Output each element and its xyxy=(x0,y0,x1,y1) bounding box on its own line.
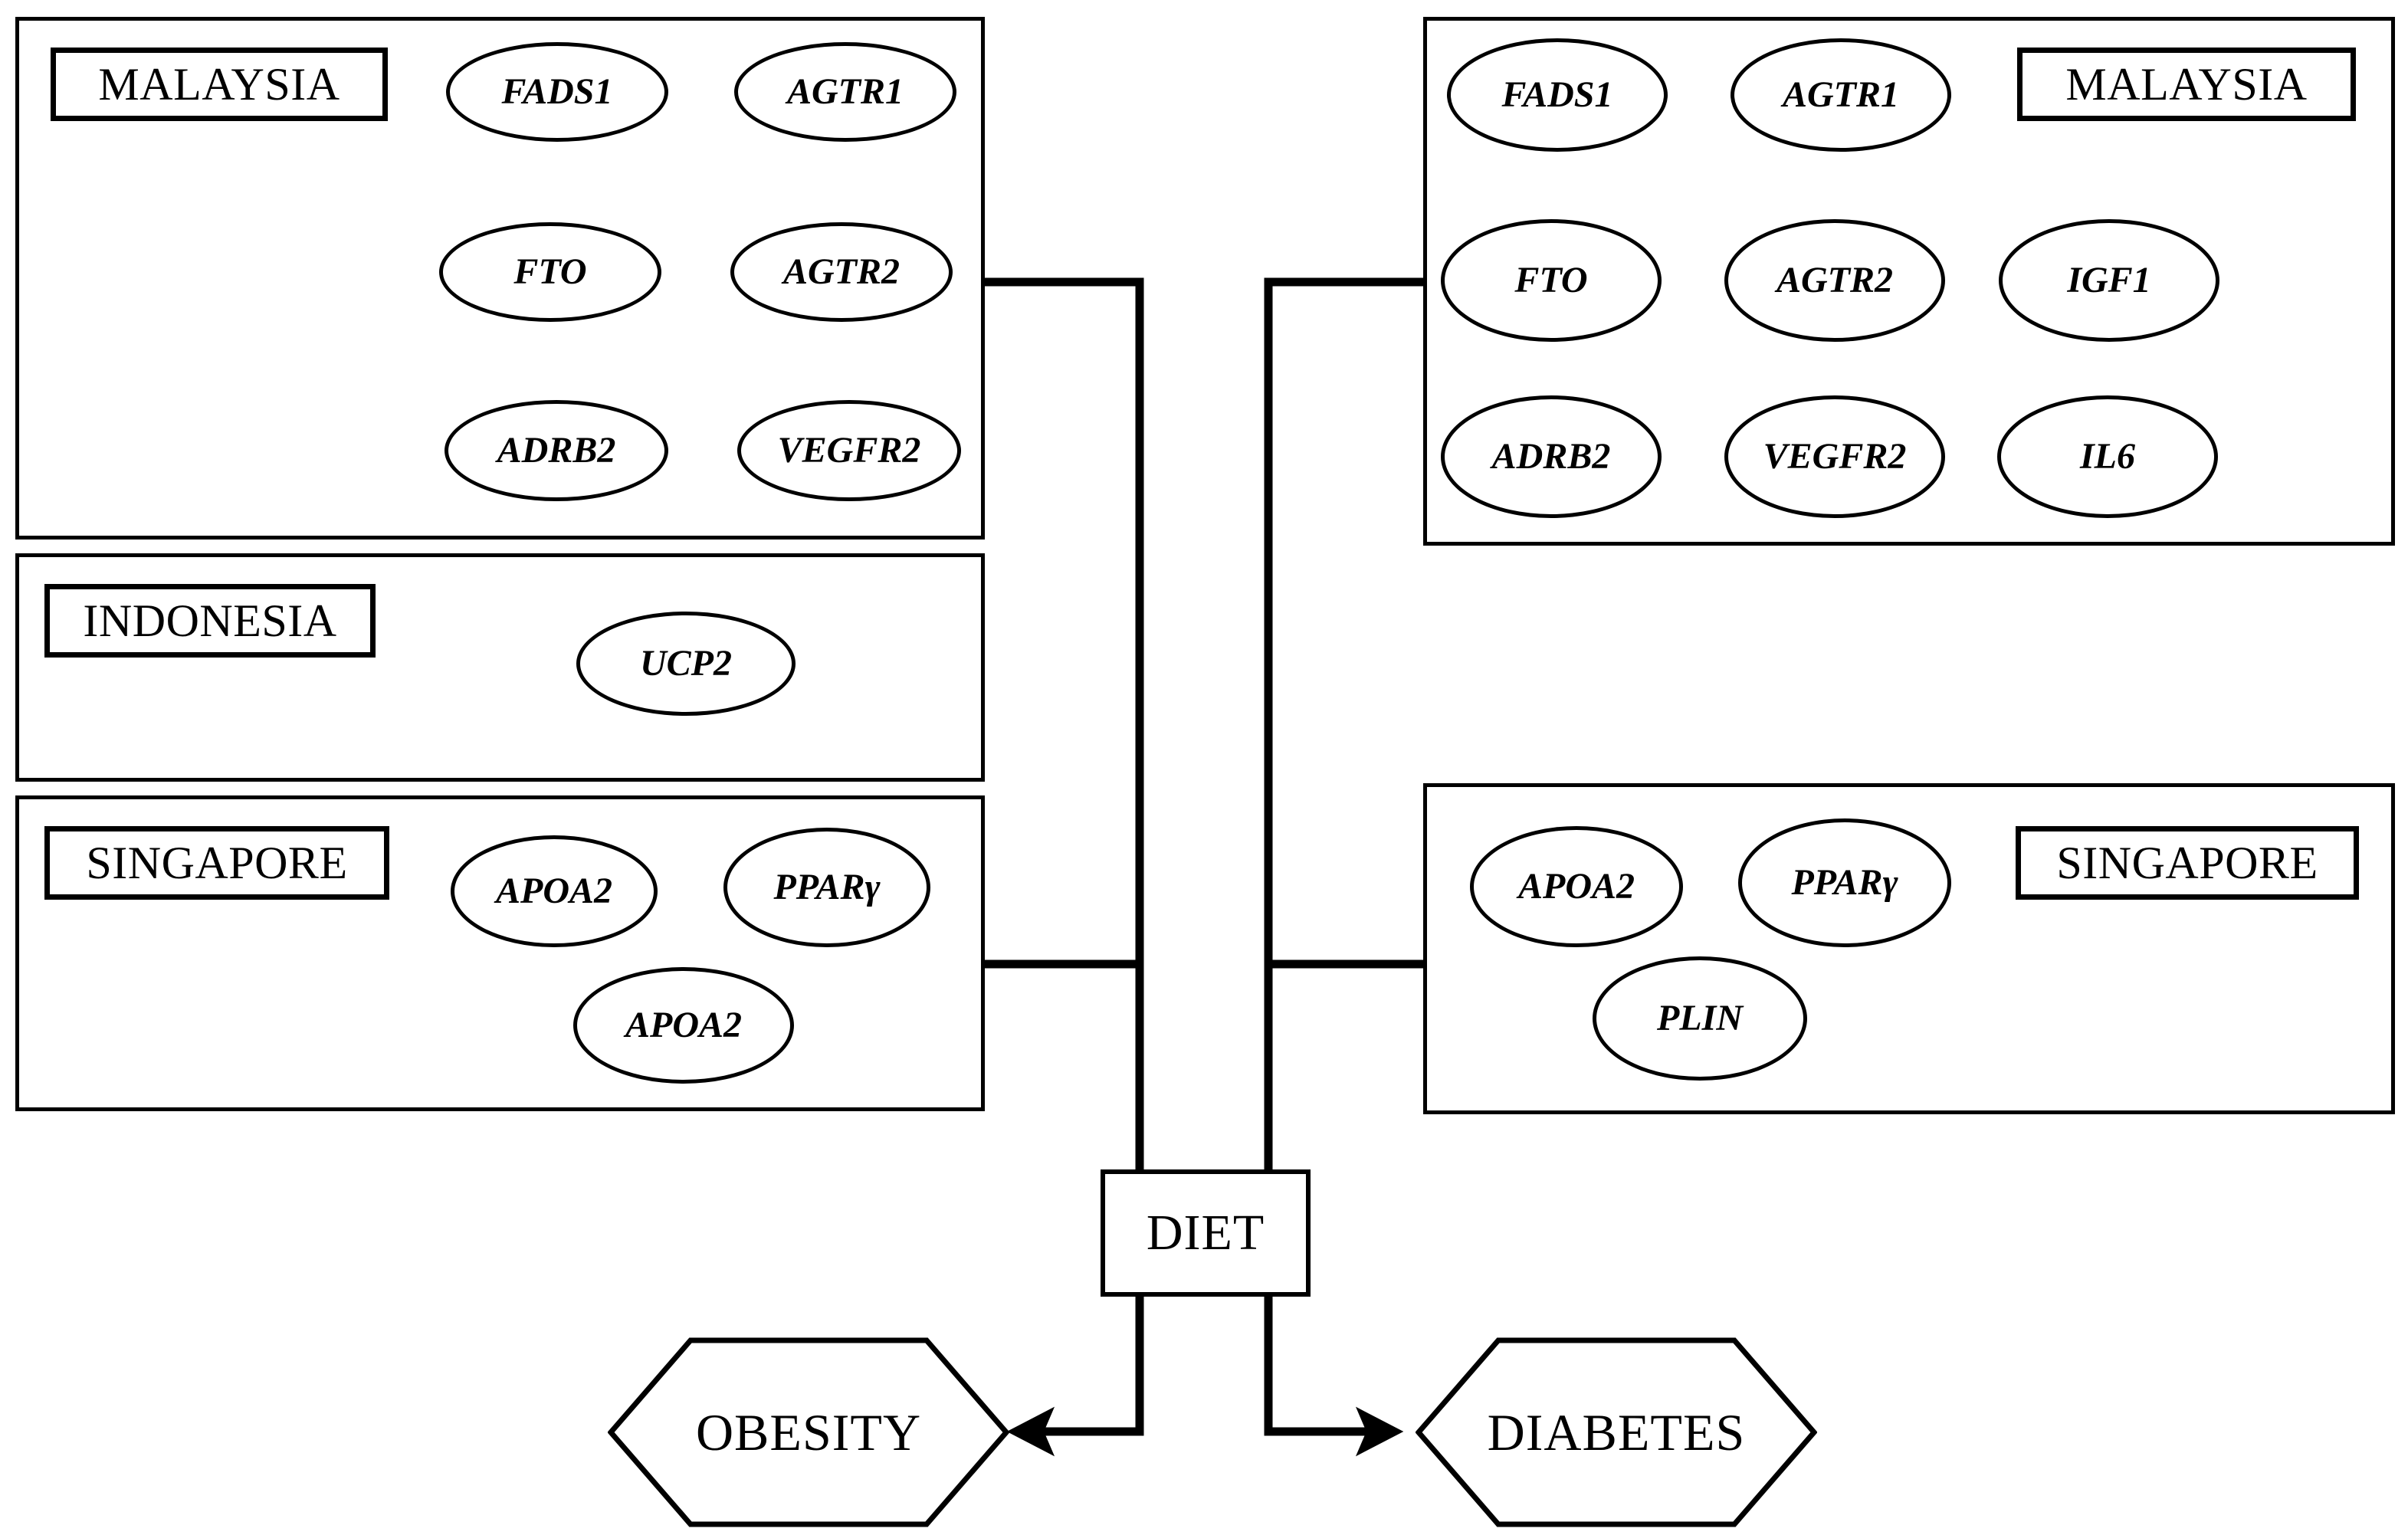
wire-right-upper xyxy=(1264,277,1423,1173)
obesity-label: OBESITY xyxy=(695,1402,922,1461)
country-tag-right-singapore: SINGAPORE xyxy=(2016,826,2359,900)
country-tag-right-malaysia: MALAYSIA xyxy=(2017,48,2356,121)
obesity-hexagon-shape xyxy=(608,1337,1009,1527)
gene-node-pparg-right[interactable]: PPARγ xyxy=(1738,818,1951,947)
gene-node-apoa2-left-1[interactable]: APOA2 xyxy=(451,835,658,947)
country-tag-left-singapore: SINGAPORE xyxy=(44,826,389,900)
gene-node-il6-right[interactable]: IL6 xyxy=(1997,395,2218,518)
gene-node-vegfr2-right[interactable]: VEGFR2 xyxy=(1724,395,1945,518)
country-tag-left-indonesia: INDONESIA xyxy=(44,584,376,658)
gene-node-pparg-left[interactable]: PPARγ xyxy=(723,828,930,947)
obesity-node[interactable]: OBESITY xyxy=(608,1337,1009,1527)
panel-right-singapore xyxy=(1423,783,2395,1114)
gene-node-vegfr2-left[interactable]: VEGFR2 xyxy=(737,400,961,501)
gene-node-adrb2-left[interactable]: ADRB2 xyxy=(445,400,668,501)
gene-node-agtr2-right[interactable]: AGTR2 xyxy=(1724,219,1945,342)
panel-right-malaysia xyxy=(1423,17,2395,546)
gene-node-apoa2-right[interactable]: APOA2 xyxy=(1470,826,1683,947)
gene-node-agtr1-left[interactable]: AGTR1 xyxy=(734,42,956,142)
panel-left-singapore xyxy=(15,795,985,1111)
gene-node-agtr2-left[interactable]: AGTR2 xyxy=(730,222,953,322)
panel-left-indonesia xyxy=(15,553,985,782)
arrowhead-obesity xyxy=(1006,1406,1055,1457)
gene-node-adrb2-right[interactable]: ADRB2 xyxy=(1441,395,1662,518)
diabetes-hexagon-shape xyxy=(1416,1337,1817,1527)
gene-node-agtr1-right[interactable]: AGTR1 xyxy=(1731,38,1951,152)
wire-left-upper xyxy=(985,277,1144,1173)
wire-diet-obesity xyxy=(1031,1295,1144,1436)
gene-node-fto-right[interactable]: FTO xyxy=(1441,219,1662,342)
gene-node-apoa2-left-2[interactable]: APOA2 xyxy=(573,967,794,1084)
panel-left-malaysia xyxy=(15,17,985,540)
wire-diet-diabetes xyxy=(1264,1295,1380,1436)
gene-node-ucp2-left[interactable]: UCP2 xyxy=(576,612,796,716)
arrowhead-diabetes xyxy=(1355,1406,1404,1457)
gene-node-igf1-right[interactable]: IGF1 xyxy=(1999,219,2219,342)
gene-node-fads1-left[interactable]: FADS1 xyxy=(446,42,668,142)
gene-node-fto-left[interactable]: FTO xyxy=(439,222,661,322)
country-tag-left-malaysia: MALAYSIA xyxy=(51,48,388,121)
gene-node-plin-right[interactable]: PLIN xyxy=(1593,956,1807,1081)
diabetes-label: DIABETES xyxy=(1487,1402,1746,1461)
diet-node[interactable]: DIET xyxy=(1101,1169,1311,1297)
diabetes-node[interactable]: DIABETES xyxy=(1416,1337,1817,1527)
gene-node-fads1-right[interactable]: FADS1 xyxy=(1447,38,1668,152)
